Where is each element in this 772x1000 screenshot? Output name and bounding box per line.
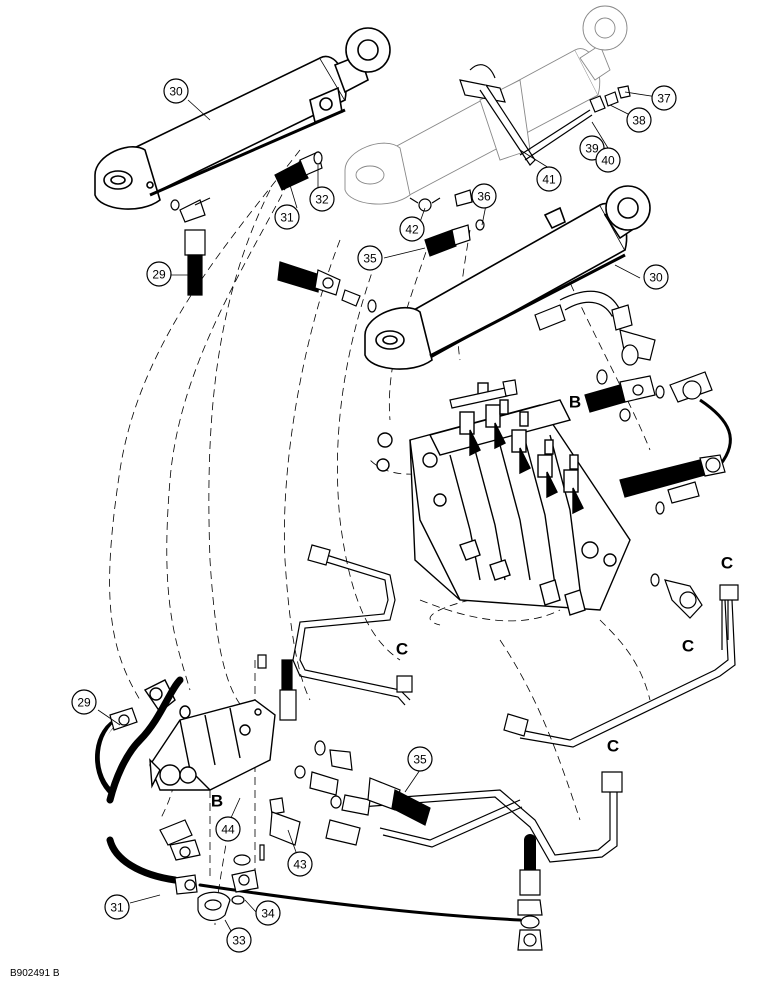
callout-label: 35 [413, 753, 427, 767]
callout-circle [595, 147, 621, 173]
callout-label: 30 [169, 85, 183, 99]
callout-circle [287, 851, 313, 877]
callout-label: 29 [77, 696, 91, 710]
letters: B B C C C C [211, 393, 733, 811]
callout-label: 31 [110, 901, 124, 915]
connection-letter-C: C [682, 637, 694, 656]
callout-label: 37 [657, 92, 671, 106]
connection-letter-C: C [607, 737, 619, 756]
callout-30: 30 [163, 78, 189, 104]
connection-letter-B: B [569, 393, 581, 412]
callout-circle [407, 746, 433, 772]
callout-circle [309, 186, 335, 212]
callout-41: 41 [536, 166, 562, 192]
callout-34: 34 [255, 900, 281, 926]
callout-29: 29 [71, 689, 97, 715]
callout-31: 31 [274, 204, 300, 230]
hose-upper-right [534, 290, 656, 385]
tube-lines [292, 552, 736, 863]
callout-label: 29 [152, 268, 166, 282]
callout-label: 44 [221, 823, 235, 837]
callout-42: 42 [399, 216, 425, 242]
tube-fittings [307, 544, 623, 793]
callout-label: 40 [601, 154, 615, 168]
callout-label: 43 [293, 858, 307, 872]
callout-29: 29 [146, 261, 172, 287]
callout-37: 37 [651, 85, 677, 111]
fittings-upper-left [170, 151, 323, 296]
hose-upper-center [277, 219, 485, 313]
callout-label: 36 [477, 190, 491, 204]
callout-circle [163, 78, 189, 104]
callout-circle [536, 166, 562, 192]
cylinder-upper-left [94, 27, 391, 210]
callout-label: 42 [405, 223, 419, 237]
callout-circle [399, 216, 425, 242]
callout-circle [71, 689, 97, 715]
callout-35: 35 [407, 746, 433, 772]
control-valve-lower [143, 679, 276, 791]
callout-circle [274, 204, 300, 230]
hoses-thick [95, 676, 536, 922]
callout-circle [471, 183, 497, 209]
connection-letter-B: B [211, 792, 223, 811]
callout-44: 44 [215, 816, 241, 842]
callout-circle [357, 245, 383, 271]
callout-circle [255, 900, 281, 926]
callout-32: 32 [309, 186, 335, 212]
cylinder-phantom [344, 5, 628, 205]
callout-36: 36 [471, 183, 497, 209]
callout-label: 41 [542, 173, 556, 187]
valve-bolt [449, 379, 518, 409]
fittings-valve-right [584, 371, 732, 515]
callout-label: 38 [632, 114, 646, 128]
callout-circle [146, 261, 172, 287]
callout-label: 30 [649, 271, 663, 285]
callout-label: 35 [363, 252, 377, 266]
connection-letter-C: C [721, 554, 733, 573]
callout-43: 43 [287, 851, 313, 877]
callout-circle [215, 816, 241, 842]
callout-30: 30 [643, 264, 669, 290]
callout-label: 34 [261, 907, 275, 921]
callout-35: 35 [357, 245, 383, 271]
fittings-top-right [409, 64, 631, 212]
callout-circle [651, 85, 677, 111]
callout-label: 32 [315, 193, 329, 207]
connection-letter-C: C [396, 640, 408, 659]
callout-33: 33 [226, 927, 252, 953]
callout-label: 31 [280, 211, 294, 225]
figure-reference: B902491 B [10, 968, 60, 979]
callout-38: 38 [626, 107, 652, 133]
fittings-right-c [650, 573, 739, 650]
callout-40: 40 [595, 147, 621, 173]
callout-label: 39 [585, 142, 599, 156]
control-valve-main [376, 382, 631, 616]
callout-circle [643, 264, 669, 290]
fittings-bottom-center [233, 654, 431, 866]
callout-label: 33 [232, 934, 246, 948]
callout-circle [104, 894, 130, 920]
callout-31: 31 [104, 894, 130, 920]
hose-ends-lower [109, 707, 543, 951]
callout-circle [626, 107, 652, 133]
cylinder-right [364, 185, 651, 370]
callout-circle [226, 927, 252, 953]
